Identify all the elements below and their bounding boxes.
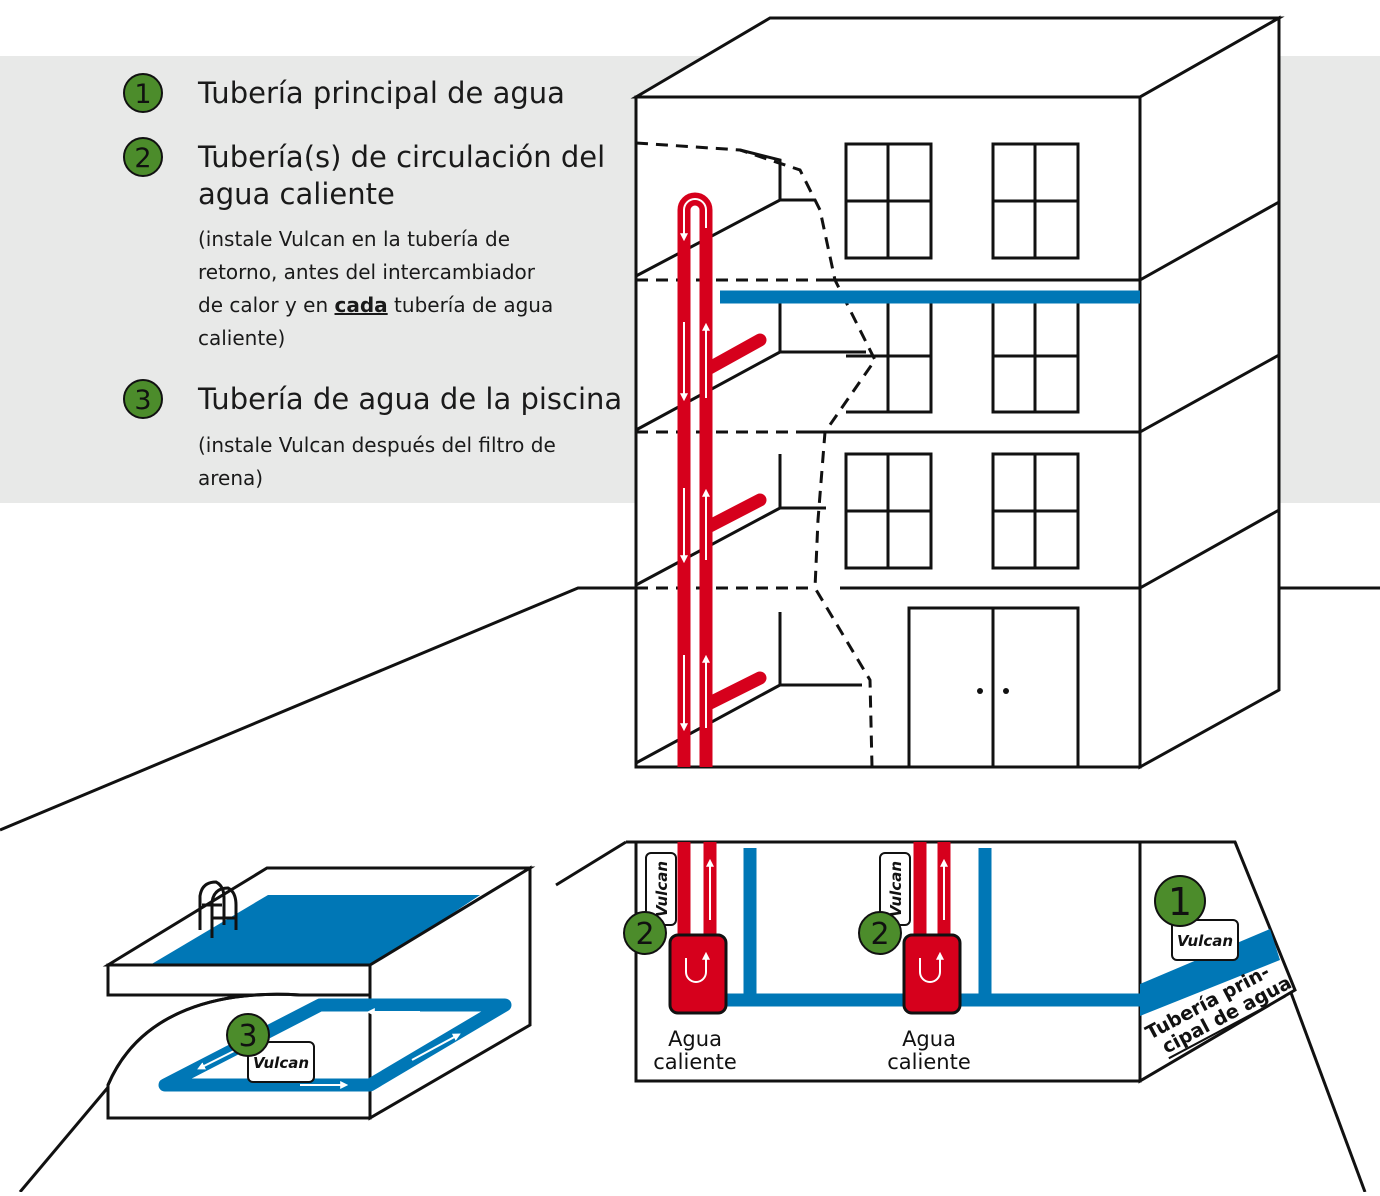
legend-item2-note-line3: de calor y en cada tubería de agua — [198, 289, 553, 322]
svg-text:2: 2 — [134, 143, 151, 174]
apartment-building — [630, 15, 1285, 770]
legend-marker-3: 3 — [123, 379, 163, 419]
legend-item3-note-line2: arena) — [198, 466, 264, 490]
vulcan-device-2: Vulcan — [879, 852, 911, 926]
vulcan-device-main: Vulcan — [1171, 919, 1239, 961]
vulcan-device-pool: Vulcan — [247, 1041, 315, 1083]
hot-water-heater-1 — [668, 933, 728, 1015]
vulcan-label-1: Vulcan — [653, 861, 671, 917]
svg-text:2: 2 — [870, 917, 889, 952]
diagram-marker-2a: 2 — [623, 911, 667, 955]
swimming-pool — [102, 865, 536, 1121]
svg-text:Agua: Agua — [668, 1027, 722, 1051]
svg-text:caliente: caliente — [887, 1050, 970, 1074]
legend-item2-note-line4: caliente) — [198, 326, 286, 350]
diagram-marker-1: 1 — [1154, 875, 1206, 927]
diagram-marker-2b: 2 — [858, 911, 902, 955]
legend-item3-title: Tubería de agua de la piscina — [198, 382, 623, 416]
heater-label-1: Agua caliente — [653, 1027, 736, 1074]
vulcan-label-pool: Vulcan — [253, 1054, 309, 1072]
svg-text:Agua: Agua — [902, 1027, 956, 1051]
diagram-marker-3: 3 — [226, 1013, 270, 1057]
legend-marker-2: 2 — [123, 137, 163, 177]
legend-item2-title-line2: agua caliente — [198, 177, 395, 211]
svg-text:caliente: caliente — [653, 1050, 736, 1074]
legend-marker-1: 1 — [123, 73, 163, 113]
svg-text:2: 2 — [635, 917, 654, 952]
svg-text:3: 3 — [238, 1019, 257, 1054]
pool-ladder-icon — [198, 880, 238, 938]
legend-item2-note-line3-post: tubería de agua — [387, 293, 554, 317]
legend-item2-note-line2: retorno, antes del intercambiador — [198, 260, 535, 284]
legend-item2-note-line3-pre: de calor y en — [198, 293, 335, 317]
svg-text:1: 1 — [1168, 880, 1192, 924]
vulcan-device-1: Vulcan — [645, 852, 677, 926]
vulcan-label-2: Vulcan — [887, 861, 905, 917]
legend-item2-note-emphasis: cada — [334, 293, 388, 317]
vulcan-label-main: Vulcan — [1177, 932, 1233, 950]
legend-item2-title-line1: Tubería(s) de circulación del — [198, 140, 606, 174]
hot-water-heater-2 — [902, 933, 962, 1015]
svg-text:1: 1 — [134, 79, 151, 110]
svg-text:3: 3 — [134, 385, 151, 416]
heater-label-2: Agua caliente — [887, 1027, 970, 1074]
pool-machine-room — [106, 992, 372, 1120]
basement-piping — [668, 842, 1280, 1016]
legend-item3-note-line1: (instale Vulcan después del filtro de — [198, 433, 556, 457]
legend-item1-title: Tubería principal de agua — [198, 76, 565, 110]
pool-front-rim — [106, 963, 372, 997]
front-door — [907, 606, 1080, 769]
riser-flow-arrows — [680, 198, 710, 732]
legend-item2-note-line1: (instale Vulcan en la tubería de — [198, 227, 511, 251]
windows — [844, 142, 1080, 570]
